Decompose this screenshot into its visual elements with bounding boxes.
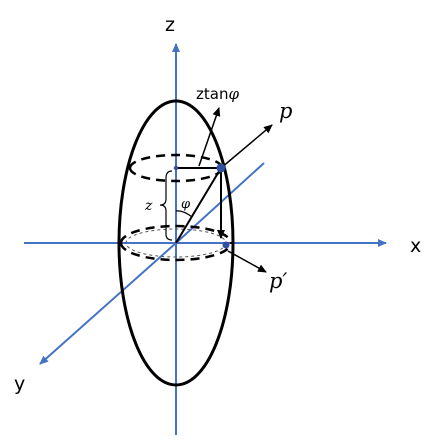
y-axis-label: y <box>14 373 25 395</box>
p-prime-arrow <box>227 250 267 273</box>
phi-arc <box>175 210 193 218</box>
y-axis-lower <box>39 242 177 365</box>
phi-label: φ <box>181 197 191 212</box>
origin-to-p-line <box>175 167 222 244</box>
x-axis-label: x <box>410 235 421 257</box>
point-p-prime <box>222 241 230 249</box>
ztan-arrow <box>198 107 221 167</box>
upper-section-back <box>128 153 224 169</box>
z-label: z <box>144 198 153 214</box>
p-prime-label: p′ <box>269 269 287 293</box>
p-arrow <box>220 124 273 169</box>
z-axis-label: z <box>165 14 175 36</box>
p-label: p <box>279 99 292 123</box>
equator-section-back <box>119 224 233 244</box>
point-p <box>216 163 226 173</box>
ztan-label-phi: φ <box>228 85 239 103</box>
z-brace <box>159 170 173 241</box>
ztan-label-text: ztan <box>196 85 228 103</box>
equator-section-front <box>119 242 233 262</box>
ztan-label: ztanφ <box>196 85 239 103</box>
ellipsoid-outline <box>117 99 235 387</box>
upper-center-dot <box>173 165 179 171</box>
